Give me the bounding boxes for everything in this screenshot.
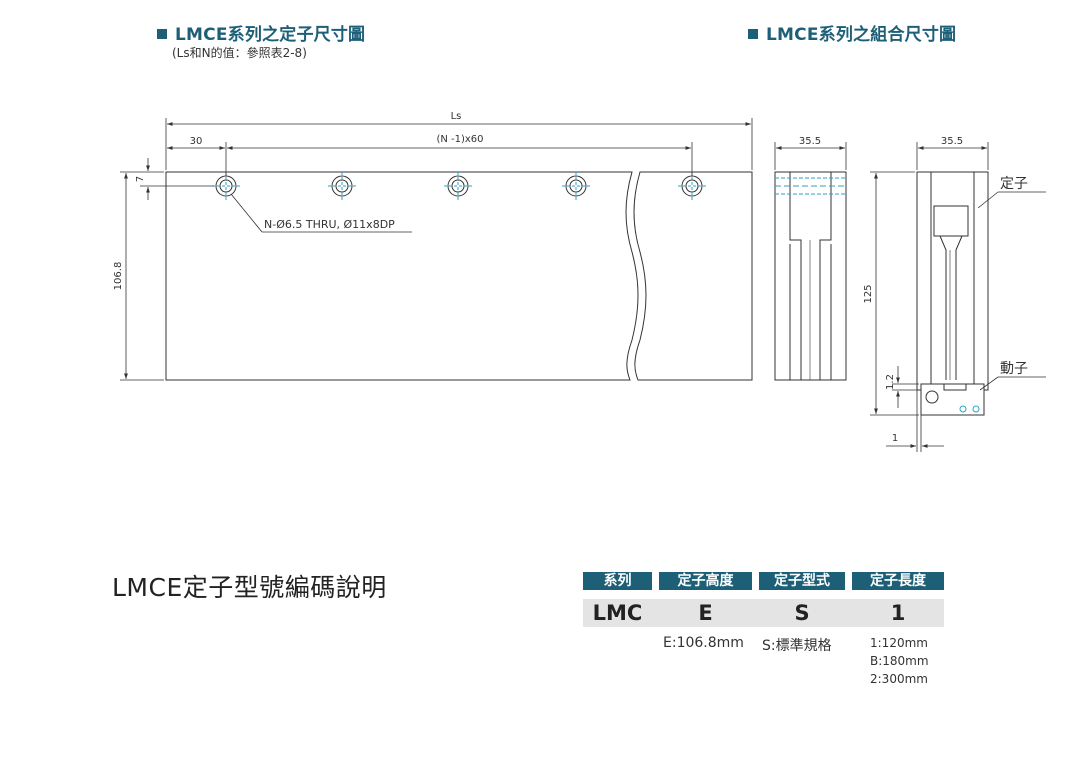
value-type: S <box>794 601 810 625</box>
mounting-hole <box>562 172 590 200</box>
height-label: 106.8 <box>113 262 124 291</box>
ls-dimension <box>165 118 753 170</box>
hole-offset-dimension <box>140 158 214 200</box>
mounting-holes <box>212 172 706 200</box>
side-width-dimension <box>774 142 847 170</box>
pitch-dimension <box>167 142 693 176</box>
value-length: 1 <box>890 601 906 625</box>
type-note: S:標準規格 <box>762 638 832 654</box>
assembly-width-label: 35.5 <box>941 136 963 147</box>
stator-dimension-title: LMCE系列之定子尺寸圖 <box>157 20 365 45</box>
length-note-2: B:180mm <box>870 654 929 668</box>
header-height: 定子高度 <box>659 572 752 590</box>
assembly-height-dimension <box>870 171 919 416</box>
length-note-1: 1:120mm <box>870 636 928 650</box>
gap-horizontal-dimension <box>886 385 944 452</box>
assembly-height-label: 125 <box>863 284 874 303</box>
stator-dimension-note: (Ls和N的值：參照表2-8) <box>172 46 307 60</box>
header-series: 系列 <box>583 572 652 590</box>
gap-vertical-dimension <box>892 366 919 408</box>
assembly-leaders <box>977 191 1046 391</box>
assembly-dimension-title: LMCE系列之組合尺寸圖 <box>748 20 956 45</box>
value-series: LMC <box>592 601 643 625</box>
value-height: E <box>698 601 713 625</box>
stator-front-view <box>165 171 753 381</box>
hole-spec-label: N-Ø6.5 THRU, Ø11x8DP <box>264 218 395 231</box>
stator-side-view <box>774 171 847 381</box>
bullet-square-icon <box>748 29 758 39</box>
coding-title: LMCE定子型號編碼說明 <box>112 573 387 602</box>
value-band <box>583 599 944 627</box>
ls-label: Ls <box>451 111 462 122</box>
mounting-hole <box>328 172 356 200</box>
hole-leader <box>230 193 412 233</box>
hole-offset-label: 7 <box>135 176 146 182</box>
side-width-label: 35.5 <box>799 136 821 147</box>
height-dimension <box>120 171 164 381</box>
assembly-view <box>916 171 989 416</box>
gap-vertical-label: 1.2 <box>885 374 896 390</box>
gap-horizontal-label: 1 <box>892 433 898 444</box>
stator-callout: 定子 <box>1000 176 1028 192</box>
mover-callout: 動子 <box>1000 361 1028 377</box>
mounting-hole <box>444 172 472 200</box>
assembly-width-dimension <box>916 142 989 170</box>
header-length: 定子長度 <box>852 572 944 590</box>
header-type: 定子型式 <box>759 572 845 590</box>
length-note-3: 2:300mm <box>870 672 928 686</box>
height-note: E:106.8mm <box>663 635 744 651</box>
pitch-label: (N -1)x60 <box>436 134 483 145</box>
bullet-square-icon <box>157 29 167 39</box>
offset-label: 30 <box>190 136 203 147</box>
